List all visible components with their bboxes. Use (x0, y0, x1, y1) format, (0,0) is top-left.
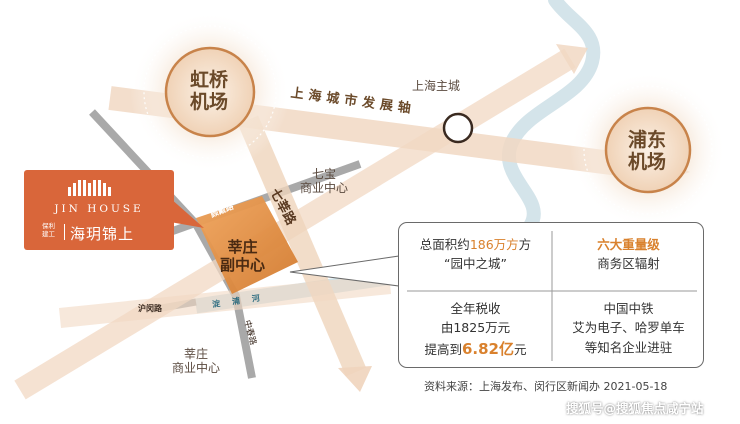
city-node (442, 112, 474, 144)
source-note: 资料来源：上海发布、闵行区新闻办 2021-05-18 (424, 380, 668, 393)
info-area-cell: 总面积约186万方方 “园中之城” (419, 237, 532, 272)
info-companies-cell: 中国中铁 艾为电子、哈罗单车 等知名企业进驻 (572, 301, 685, 355)
project-logo-card: JIN HOUSE 保利建工 海玥锦上 (24, 170, 174, 250)
logo-english-name: JIN HOUSE (54, 203, 144, 215)
watermark: 搜狐号@搜狐焦点咸宁站 (566, 401, 704, 416)
hongqiao-airport-label: 虹桥机场 (190, 69, 229, 113)
logo-pointer (170, 198, 204, 228)
qixin-axis-band (237, 115, 367, 377)
xinzhuang-zone (196, 196, 298, 294)
info-tax-cell: 全年税收 由1825万元 提高到6.82亿元 (424, 301, 527, 358)
logo-bars-icon (68, 180, 111, 196)
pudong-airport-label: 浦东机场 (628, 129, 667, 173)
logo-developer: 保利建工 (42, 222, 55, 238)
logo-divider (64, 224, 65, 240)
qibao-label: 七宝商业中心 (300, 167, 349, 195)
logo-chinese-name: 海玥锦上 (70, 225, 135, 243)
info-business-cell: 六大重量级 商务区辐射 (597, 237, 660, 272)
road-label-humin: 沪闵路 (138, 304, 162, 313)
info-grid (407, 231, 697, 361)
info-callout: 总面积约186万方方 “园中之城” 六大重量级 商务区辐射 全年税收 由1825… (398, 222, 704, 368)
xinzhuang-commercial-label: 莘庄商业中心 (172, 347, 221, 375)
west-axis-band (58, 274, 392, 328)
xinzhuang-subcenter-label: 莘庄副中心 (220, 238, 266, 274)
city-label: 上海主城 (412, 79, 461, 93)
